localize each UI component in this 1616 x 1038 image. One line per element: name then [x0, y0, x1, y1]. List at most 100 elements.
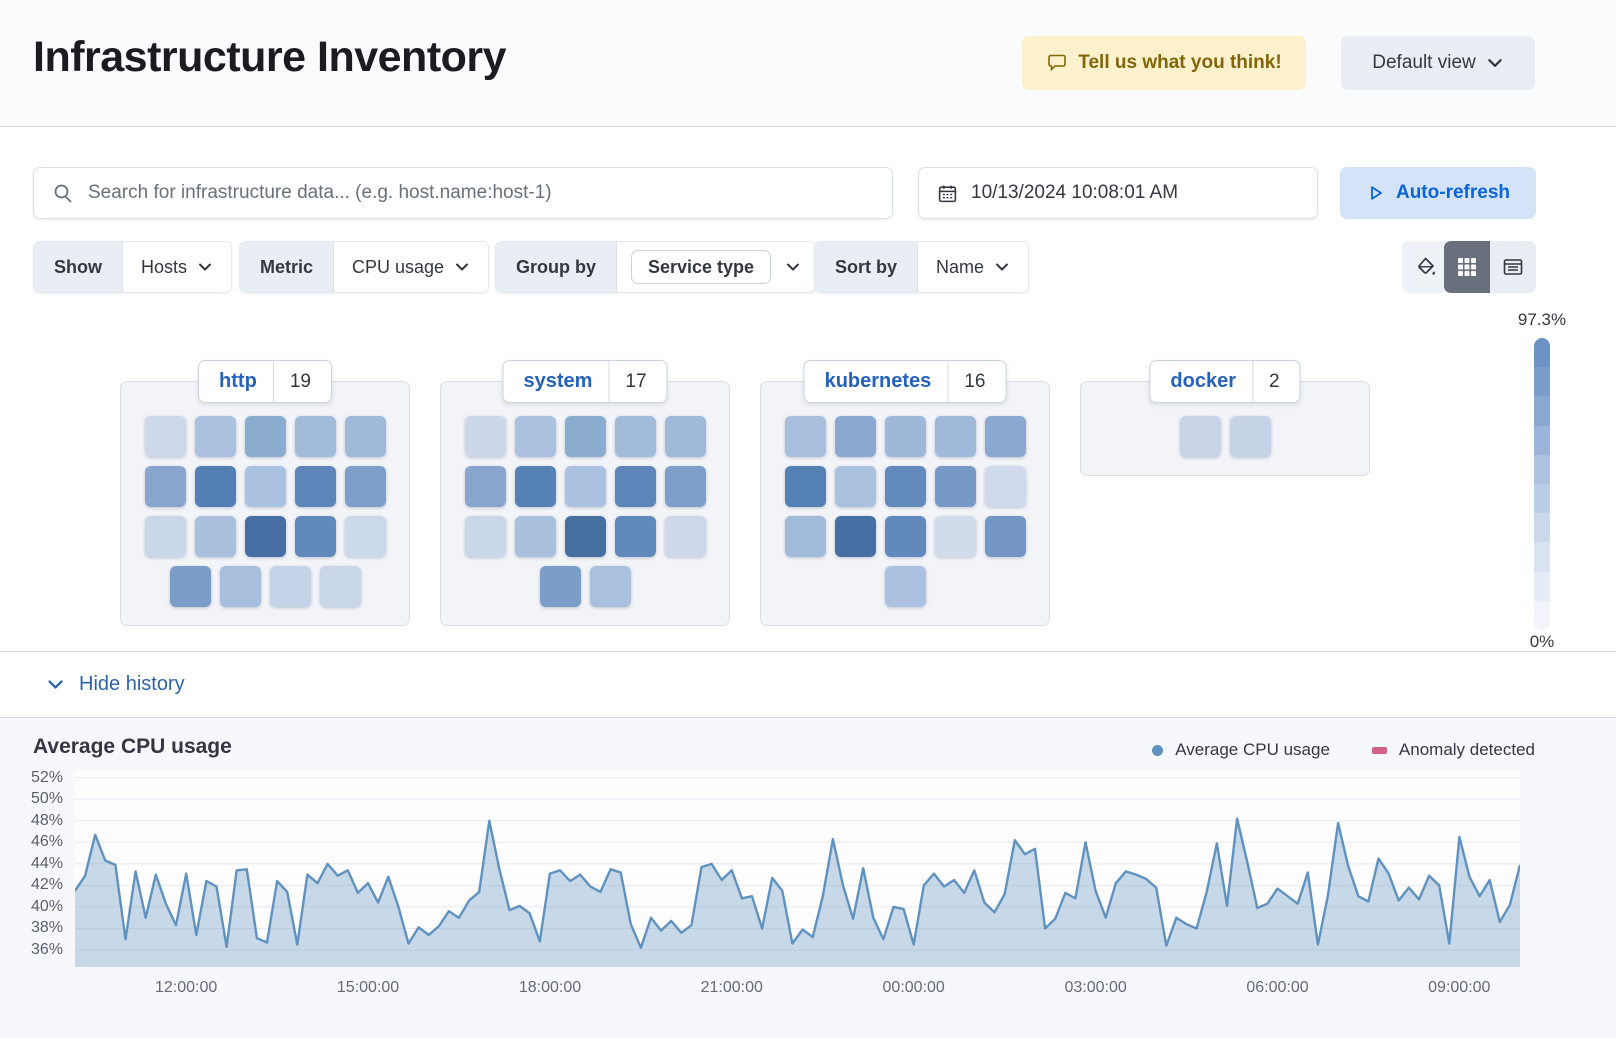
y-axis-tick: 52% — [30, 768, 63, 786]
hide-history-link[interactable]: Hide history — [46, 673, 185, 696]
host-square[interactable] — [319, 566, 361, 607]
host-square[interactable] — [144, 466, 186, 507]
table-view-toggle[interactable] — [1490, 241, 1536, 293]
legend-min-label: 0% — [1529, 632, 1555, 651]
search-input[interactable] — [88, 182, 874, 204]
host-square[interactable] — [564, 516, 606, 557]
x-axis-tick: 03:00:00 — [1064, 979, 1127, 996]
host-square[interactable] — [464, 466, 506, 507]
host-square[interactable] — [514, 416, 556, 457]
waffle-group-card-docker: docker 2 — [1080, 360, 1370, 476]
color-palette-button[interactable] — [1402, 241, 1452, 293]
host-square[interactable] — [984, 516, 1026, 557]
host-square[interactable] — [834, 416, 876, 457]
host-square[interactable] — [464, 516, 506, 557]
host-square[interactable] — [294, 466, 336, 507]
host-square[interactable] — [144, 416, 186, 457]
host-square[interactable] — [934, 516, 976, 557]
host-square[interactable] — [1229, 416, 1271, 457]
host-square[interactable] — [884, 566, 926, 607]
host-square[interactable] — [244, 516, 286, 557]
host-square[interactable] — [614, 416, 656, 457]
host-square[interactable] — [1179, 416, 1221, 457]
host-square[interactable] — [784, 466, 826, 507]
date-picker[interactable]: 10/13/2024 10:08:01 AM — [918, 167, 1318, 219]
host-square[interactable] — [834, 466, 876, 507]
show-filter-select[interactable]: Hosts — [123, 242, 231, 292]
host-square[interactable] — [664, 516, 706, 557]
map-view-toggle[interactable] — [1444, 241, 1490, 293]
host-square[interactable] — [194, 416, 236, 457]
legend-max-label: 97.3% — [1517, 310, 1567, 329]
group-name[interactable]: system — [523, 370, 593, 392]
search-bar[interactable] — [33, 167, 893, 219]
host-square[interactable] — [984, 466, 1026, 507]
host-square[interactable] — [589, 566, 631, 607]
legend-step — [1534, 571, 1550, 601]
group-by-value-pill[interactable]: Service type — [631, 250, 772, 284]
host-square[interactable] — [244, 466, 286, 507]
host-square[interactable] — [219, 566, 261, 607]
host-square[interactable] — [294, 416, 336, 457]
group-count: 19 — [289, 370, 311, 392]
host-square[interactable] — [194, 466, 236, 507]
host-square[interactable] — [144, 516, 186, 557]
grid-icon — [1456, 256, 1478, 278]
host-square[interactable] — [614, 516, 656, 557]
host-square[interactable] — [614, 466, 656, 507]
metric-filter-select[interactable]: CPU usage — [334, 242, 488, 292]
host-square[interactable] — [934, 466, 976, 507]
host-square[interactable] — [834, 516, 876, 557]
sort-by-filter-label: Sort by — [815, 242, 919, 292]
host-square[interactable] — [294, 516, 336, 557]
host-square[interactable] — [564, 466, 606, 507]
y-axis-tick: 38% — [30, 919, 63, 937]
host-square[interactable] — [984, 416, 1026, 457]
metric-filter-label: Metric — [240, 242, 335, 292]
y-axis-tick: 36% — [30, 940, 63, 958]
group-badge-docker[interactable]: docker 2 — [1149, 360, 1301, 403]
host-square[interactable] — [269, 566, 311, 607]
host-square[interactable] — [664, 416, 706, 457]
legend-item-anomaly[interactable]: Anomaly detected — [1371, 740, 1535, 760]
severity-legend-bar[interactable] — [1534, 338, 1550, 631]
group-name[interactable]: http — [219, 370, 257, 392]
host-square[interactable] — [884, 466, 926, 507]
auto-refresh-button[interactable]: Auto-refresh — [1340, 167, 1536, 219]
group-badge-http[interactable]: http 19 — [198, 360, 332, 403]
legend-item-average-cpu[interactable]: Average CPU usage — [1152, 740, 1330, 760]
waffle-group-card-http: http 19 — [120, 360, 410, 626]
host-square[interactable] — [344, 516, 386, 557]
host-square[interactable] — [514, 516, 556, 557]
host-square[interactable] — [169, 566, 211, 607]
host-square[interactable] — [664, 466, 706, 507]
chevron-down-icon — [46, 675, 65, 694]
host-square[interactable] — [539, 566, 581, 607]
host-square[interactable] — [344, 416, 386, 457]
group-name[interactable]: docker — [1170, 370, 1237, 392]
y-axis-tick: 46% — [30, 833, 63, 851]
host-square[interactable] — [884, 416, 926, 457]
feedback-button[interactable]: Tell us what you think! — [1022, 36, 1306, 90]
host-square[interactable] — [564, 416, 606, 457]
host-square[interactable] — [884, 516, 926, 557]
sort-by-filter-select[interactable]: Name — [918, 242, 1028, 292]
host-square[interactable] — [194, 516, 236, 557]
view-selector-button[interactable]: Default view — [1341, 36, 1535, 90]
group-count: 2 — [1269, 370, 1280, 392]
group-name[interactable]: kubernetes — [824, 370, 932, 392]
host-square[interactable] — [934, 416, 976, 457]
host-square[interactable] — [514, 466, 556, 507]
host-square[interactable] — [784, 416, 826, 457]
host-square[interactable] — [344, 466, 386, 507]
host-square[interactable] — [244, 416, 286, 457]
host-square[interactable] — [464, 416, 506, 457]
paint-bucket-icon — [1415, 255, 1439, 279]
host-square[interactable] — [784, 516, 826, 557]
group-by-filter-select[interactable] — [771, 242, 815, 292]
x-axis-tick: 18:00:00 — [518, 979, 582, 996]
